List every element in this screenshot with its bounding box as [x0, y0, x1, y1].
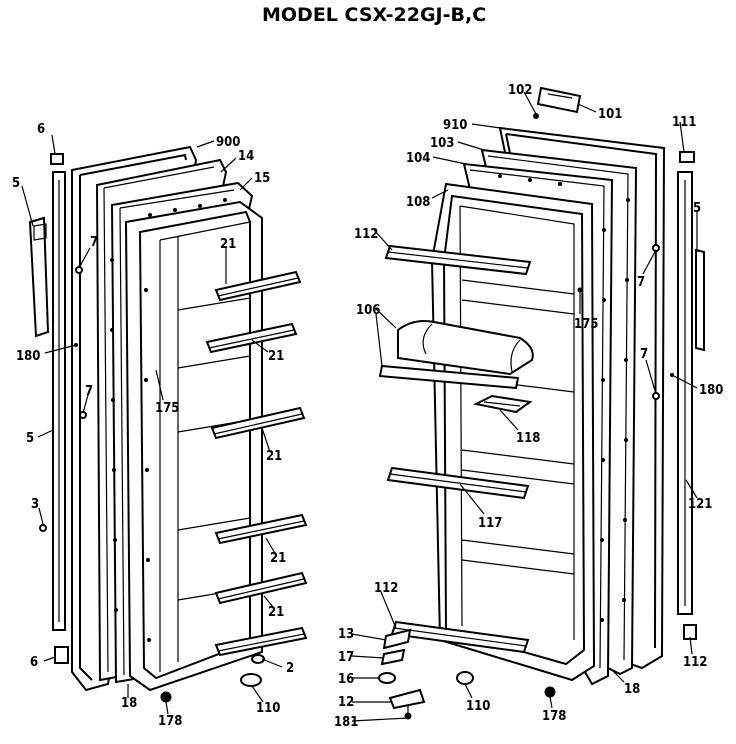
callout-15: 15 [254, 171, 270, 186]
freezer-door-assembly [71, 145, 263, 692]
hinge-cap-111 [679, 151, 695, 163]
door-shelf-6 [214, 626, 308, 657]
part-13 [382, 628, 412, 650]
bottom-hinge-112 [683, 624, 697, 640]
fresh-food-hinge-parts [533, 86, 705, 640]
callout-180-right: 180 [699, 383, 723, 398]
callout-178-right: 178 [542, 709, 566, 724]
top-hinge-cover-101 [536, 86, 582, 114]
callout-110-right: 110 [466, 699, 490, 714]
callout-7-right-upper: 7 [637, 275, 645, 290]
callout-118: 118 [516, 431, 540, 446]
dairy-compartment-106 [397, 320, 534, 376]
callout-21-a: 21 [220, 237, 236, 252]
part-17 [380, 648, 406, 666]
callout-181: 181 [334, 715, 358, 730]
dairy-shelf-106 [378, 364, 520, 390]
freezer-door-shelves [205, 270, 308, 657]
callout-21-e: 21 [268, 605, 284, 620]
callout-6-top: 6 [37, 122, 45, 137]
freezer-hinge-parts [28, 153, 87, 664]
handle-trim-right [695, 248, 705, 352]
callout-102: 102 [508, 83, 532, 98]
callout-21-d: 21 [270, 551, 286, 566]
callout-112-hinge: 112 [683, 655, 707, 670]
callout-5-right: 5 [693, 201, 701, 216]
callout-121: 121 [688, 497, 712, 512]
callout-7-upper: 7 [90, 235, 98, 250]
washer-16 [378, 672, 396, 684]
callout-labels: 900 14 15 6 5 7 180 7 5 3 6 21 21 175 21… [12, 83, 723, 730]
callout-117: 117 [478, 516, 502, 531]
callout-18-left: 18 [121, 696, 137, 711]
fresh-food-door-shelves [378, 244, 534, 654]
fresh-food-door-assembly [430, 126, 666, 686]
callout-5-top: 5 [12, 176, 20, 191]
door-shelf-3 [210, 406, 306, 440]
callout-112-top: 112 [354, 227, 378, 242]
callout-18-right: 18 [624, 682, 640, 697]
callout-2: 2 [286, 661, 294, 676]
door-shelf-4 [214, 513, 308, 545]
door-shelf-5 [214, 571, 308, 605]
screw-175-right [577, 287, 583, 293]
callout-5-lower: 5 [26, 431, 34, 446]
callout-175-left: 175 [155, 401, 179, 416]
door-stop-110-right [456, 671, 474, 685]
top-hinge-cap-left [50, 153, 64, 165]
plug-178-left [160, 691, 172, 703]
callout-21-b: 21 [268, 349, 284, 364]
callout-108: 108 [406, 195, 430, 210]
callout-103: 103 [430, 136, 454, 151]
callout-106: 106 [356, 303, 380, 318]
callout-178-left: 178 [158, 714, 182, 729]
callout-12: 12 [338, 695, 354, 710]
callout-14: 14 [238, 149, 254, 164]
callout-111: 111 [672, 115, 696, 130]
callout-180-left: 180 [16, 349, 40, 364]
callout-17: 17 [338, 650, 354, 665]
callout-110-left: 110 [256, 701, 280, 716]
callout-13: 13 [338, 627, 354, 642]
door-shelf-2 [205, 322, 298, 354]
callout-910: 910 [443, 118, 467, 133]
callout-112-bottom: 112 [374, 581, 398, 596]
handle-trim-left [28, 216, 50, 338]
callout-900: 900 [216, 135, 240, 150]
hinge-pin-2 [251, 654, 265, 664]
callout-104: 104 [406, 151, 430, 166]
door-stop-110-left [240, 673, 262, 687]
callout-101: 101 [598, 107, 622, 122]
callout-7-lower: 7 [85, 384, 93, 399]
callout-21-c: 21 [266, 449, 282, 464]
callout-6-bottom: 6 [30, 655, 38, 670]
bottom-hinge-cap-left [54, 646, 69, 664]
callout-175-right: 175 [574, 317, 598, 332]
diagram-title: MODEL CSX-22GJ-B,C [262, 4, 486, 26]
leader-lines [21, 91, 698, 722]
callout-7-right-lower: 7 [640, 347, 648, 362]
callout-3: 3 [31, 497, 39, 512]
plug-3 [39, 524, 47, 532]
door-shelf-1 [214, 270, 302, 302]
screw-102 [533, 113, 539, 119]
bracket-12 [388, 688, 426, 710]
callout-16: 16 [338, 672, 354, 687]
bottom-hinge-assembly [378, 628, 556, 720]
plug-178-right [544, 686, 556, 698]
freezer-door-liner [124, 200, 263, 692]
